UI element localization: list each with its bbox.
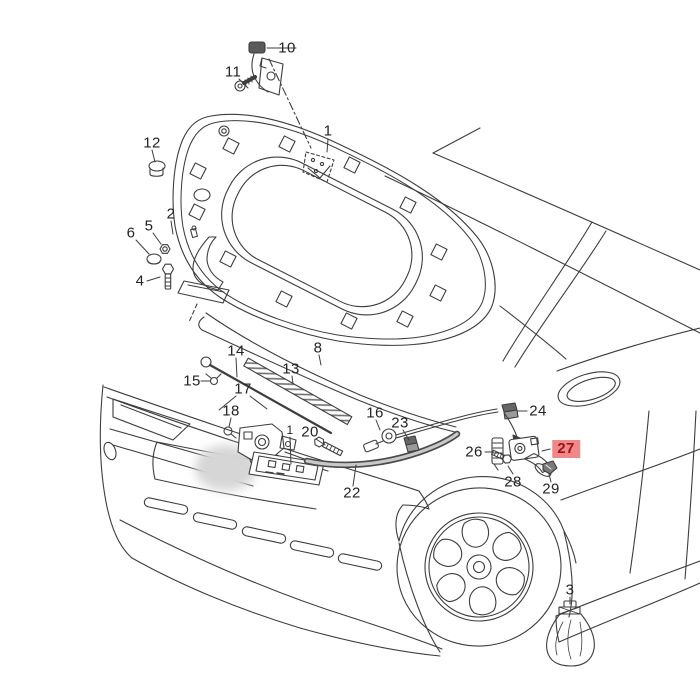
buffer-12	[148, 160, 166, 177]
part-label-23: 23	[391, 414, 409, 432]
part-label-16: 16	[366, 404, 384, 422]
part-label-8: 8	[313, 339, 323, 357]
car-body-outline	[384, 127, 700, 643]
part-label-18: 18	[222, 402, 240, 420]
blurred-emblem	[195, 445, 257, 491]
hood-panel	[172, 113, 496, 346]
part-label-22: 22	[343, 484, 361, 502]
hood-inner-frame	[221, 156, 423, 316]
seal-strip-13	[243, 357, 353, 426]
hood-hinge-mount-plate	[302, 151, 335, 183]
part-label-6: 6	[126, 224, 136, 242]
nut-5	[159, 244, 171, 254]
buffer-10	[248, 41, 266, 54]
lubricant-pouch	[546, 600, 595, 667]
bolt-28	[491, 449, 513, 464]
bolt-11	[234, 75, 257, 92]
bracket-26	[491, 437, 504, 471]
hood-hinge-left-parts	[146, 160, 230, 323]
hood-seal-8	[198, 316, 456, 433]
release-handle-27	[508, 435, 552, 477]
hood-frame-holes	[188, 135, 448, 330]
release-handle-parts	[491, 435, 558, 477]
part-label-29: 29	[542, 480, 560, 498]
latch-body	[237, 423, 297, 471]
hood-hinge-top-parts	[234, 41, 312, 149]
part-label-3: 3	[565, 581, 575, 599]
release-cable-parts	[284, 402, 523, 469]
part-label-13: 13	[282, 360, 300, 378]
cable-end-fitting-16	[363, 428, 397, 453]
part-label-2: 2	[166, 205, 176, 223]
cap-6	[146, 253, 162, 265]
prop-rod-and-seals	[198, 312, 457, 435]
part-label-15: 15	[183, 372, 201, 390]
grommet-23	[403, 435, 420, 453]
part-label-11: 11	[224, 63, 242, 81]
hinge-2	[177, 225, 230, 323]
clip-18	[223, 426, 237, 439]
front-wheel	[396, 487, 562, 647]
side-mirror	[557, 371, 621, 407]
part-label-20: 20	[301, 423, 319, 441]
part-label-1: 1	[323, 122, 333, 140]
part-label-5: 5	[144, 217, 154, 235]
part-label-24: 24	[529, 402, 547, 420]
part-label-27-highlighted: 27	[552, 440, 580, 458]
leader-lines	[135, 47, 571, 605]
part-label-1-latch-plate: 1	[286, 423, 294, 437]
part-label-28: 28	[504, 473, 522, 491]
hood-latch-parts	[223, 423, 344, 486]
bolt-4	[161, 263, 175, 290]
clip-29	[542, 460, 558, 475]
part-label-17: 17	[234, 380, 252, 398]
lower-grille-slots	[143, 497, 383, 571]
part-label-12: 12	[143, 134, 161, 152]
wheel-spoke-cutouts	[433, 518, 525, 616]
part-label-4: 4	[135, 272, 145, 290]
clip-15	[205, 373, 222, 386]
rod-ball-end	[200, 356, 212, 368]
part-label-26: 26	[465, 443, 483, 461]
part-label-10: 10	[278, 39, 296, 57]
grommet-24	[501, 402, 519, 420]
part-label-14: 14	[227, 342, 245, 360]
lock-carrier-plate	[248, 451, 325, 486]
